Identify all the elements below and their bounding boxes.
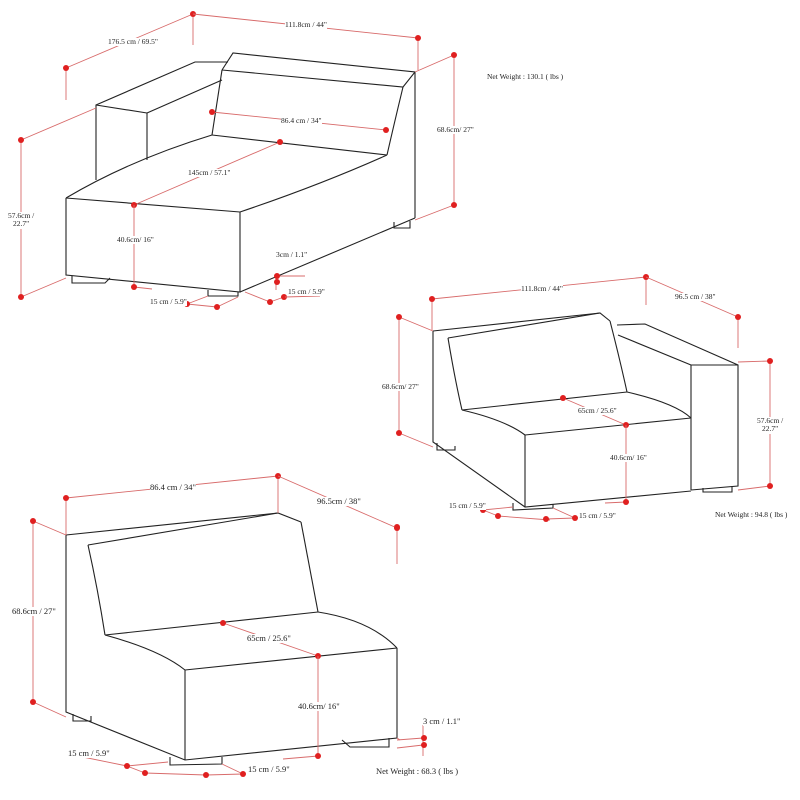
corner-arm-height-line1: 57.6cm / xyxy=(757,416,784,425)
chaise-arm-height-line2: 22.7" xyxy=(13,219,30,229)
chaise-dimension-lines xyxy=(18,11,457,310)
armless-seat-height-label: 40.6cm/ 16" xyxy=(298,701,340,712)
corner-leg-depth-label: 15 cm / 5.9" xyxy=(579,511,616,521)
chaise-width-total-label: 111.8cm / 44" xyxy=(285,20,327,30)
chaise-leg-height-label: 3cm / 1.1" xyxy=(276,250,308,260)
chaise-leg-depth-label: 15 cm / 5.9" xyxy=(288,287,325,297)
chaise-arm-height-label: 57.6cm / 22.7" xyxy=(8,211,35,229)
corner-depth-total-label: 96.5 cm / 38" xyxy=(675,292,716,302)
armless-net-weight: Net Weight : 68.3 ( lbs ) xyxy=(376,766,459,777)
corner-arm-height-line2: 22.7" xyxy=(762,424,779,434)
chaise-seat-depth-label: 145cm / 57.1" xyxy=(188,168,231,178)
chaise-lounge-drawing xyxy=(65,52,417,297)
corner-leg-width-label: 15 cm / 5.9" xyxy=(449,501,486,511)
chaise-leg-width-label: 15 cm / 5.9" xyxy=(150,297,187,307)
corner-net-weight: Net Weight : 94.8 ( lbs ) xyxy=(715,510,788,520)
armless-width-total-label: 86.4 cm / 34" xyxy=(150,482,196,493)
corner-height-total-label: 68.6cm/ 27" xyxy=(382,382,419,392)
armless-chair-drawing xyxy=(65,512,398,766)
armless-dimension-lines xyxy=(30,473,460,778)
corner-seat-height-label: 40.6cm/ 16" xyxy=(610,453,647,463)
chaise-height-total-label: 68.6cm/ 27" xyxy=(437,125,474,135)
armless-seat-depth-label: 65cm / 25.6" xyxy=(247,633,291,644)
corner-chair-drawing xyxy=(432,312,739,511)
armless-leg-width-label: 15 cm / 5.9" xyxy=(68,748,110,759)
armless-leg-height-label: 3 cm / 1.1" xyxy=(423,716,461,727)
chaise-arm-height-line1: 57.6cm / xyxy=(8,211,35,220)
corner-seat-depth-label: 65cm / 25.6" xyxy=(578,406,617,416)
chaise-net-weight: Net Weight : 130.1 ( lbs ) xyxy=(487,72,564,82)
corner-width-total-label: 111.8cm / 44" xyxy=(521,284,563,294)
armless-depth-total-label: 96.5cm / 38" xyxy=(317,496,361,507)
chaise-seat-width-label: 86.4 cm / 34" xyxy=(281,116,322,126)
corner-arm-height-label: 57.6cm / 22.7" xyxy=(757,416,784,434)
armless-height-total-label: 68.6cm / 27" xyxy=(12,606,56,617)
chaise-depth-total-label: 176.5 cm / 69.5" xyxy=(108,37,158,47)
armless-leg-depth-label: 15 cm / 5.9" xyxy=(248,764,290,775)
chaise-seat-height-label: 40.6cm/ 16" xyxy=(117,235,154,245)
